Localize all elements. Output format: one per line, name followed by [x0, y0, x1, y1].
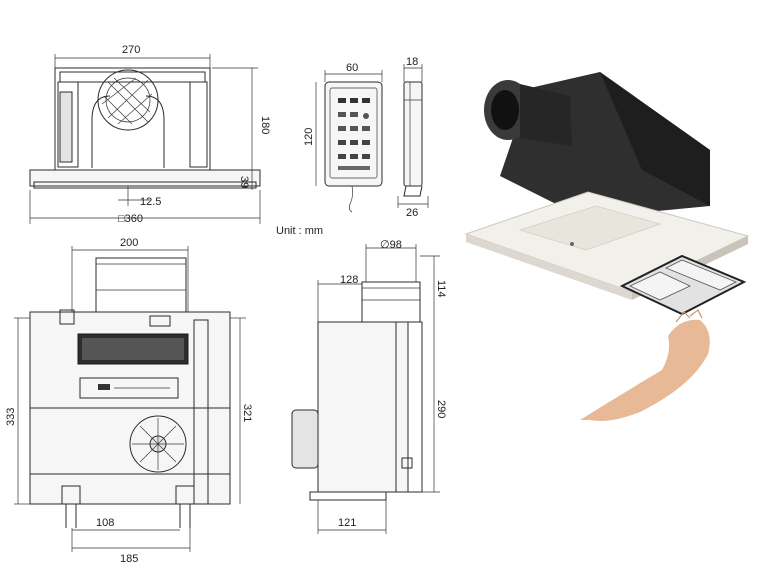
remote-buttons — [338, 98, 370, 170]
remote-side-body — [403, 81, 423, 187]
dim-label-333: 333 — [5, 408, 17, 426]
remote-button — [338, 112, 346, 117]
dim-label-114: 114 — [435, 280, 447, 298]
front-view-duct-lines — [96, 263, 186, 291]
unit-label: Unit : mm — [276, 225, 323, 237]
top-view-side-part — [59, 91, 73, 163]
front-view-foot-r — [175, 485, 195, 505]
dim-label-321: 321 — [241, 404, 253, 422]
remote-button — [338, 154, 346, 159]
side-view-base — [309, 491, 387, 501]
remote-button — [350, 126, 358, 131]
product-duct-body — [520, 84, 572, 146]
front-view-fan-blades — [132, 418, 184, 470]
dim-label-98: ∅98 — [380, 239, 402, 251]
front-view-fan — [129, 415, 187, 473]
side-view-drawing: ∅98 128 114 290 121 — [291, 239, 447, 534]
top-view-left-bracket — [57, 81, 79, 168]
top-view-fan-grille — [101, 77, 153, 125]
remote-button — [338, 140, 346, 145]
product-duct-opening — [491, 90, 519, 130]
dim-label-185: 185 — [120, 553, 138, 565]
front-view-hook-r — [149, 315, 171, 327]
front-view-drawing: 200 333 321 108 185 — [5, 237, 253, 565]
dim-label-180: 180 — [259, 116, 271, 134]
top-view-top-rail — [59, 71, 206, 83]
dim-label-270: 270 — [122, 44, 140, 56]
dim-label-60: 60 — [346, 62, 358, 74]
front-view-louver-inner — [82, 338, 184, 360]
top-view-right-bracket — [189, 81, 208, 168]
front-view-duct — [95, 257, 187, 313]
dim-label-128: 128 — [340, 274, 358, 286]
dim-label-108: 108 — [96, 517, 114, 529]
front-view-bolts — [65, 504, 191, 528]
remote-button — [350, 112, 358, 117]
remote-button — [362, 126, 370, 131]
dim-label-18: 18 — [406, 56, 418, 68]
side-view-grille — [291, 409, 319, 469]
product-body-side — [600, 72, 710, 206]
side-view-body — [317, 321, 409, 493]
remote-body — [324, 81, 383, 187]
dim-label-39: 39 — [238, 176, 250, 188]
dim-label-12-5: 12.5 — [140, 196, 161, 208]
remote-face — [329, 87, 378, 179]
front-view-control-label — [98, 384, 110, 390]
remote-side-base — [403, 185, 423, 197]
side-view-duct-lines — [362, 287, 420, 301]
top-view-housing — [54, 67, 211, 171]
product-indicator — [570, 242, 574, 246]
product-louver — [518, 205, 662, 251]
top-view-panel — [29, 169, 261, 187]
product-photo — [464, 72, 750, 421]
dim-label-26: 26 — [406, 207, 418, 219]
top-view-inner-frame — [91, 95, 165, 168]
remote-side-view-drawing: 18 26 — [397, 56, 429, 219]
remote-button — [350, 98, 358, 103]
remote-button — [350, 140, 358, 145]
remote-button — [362, 140, 370, 145]
side-view-rear — [395, 321, 423, 493]
side-view-duct — [361, 281, 421, 323]
dim-label-121: 121 — [338, 517, 356, 529]
top-view-drawing: 270 180 39 12.5 □360 — [29, 44, 271, 225]
product-hand — [580, 319, 710, 421]
remote-button — [338, 166, 370, 170]
dim-label-200: 200 — [120, 237, 138, 249]
remote-button — [350, 154, 358, 159]
product-fingers — [675, 309, 703, 323]
product-filter-mesh — [629, 259, 737, 301]
remote-cable — [348, 185, 354, 213]
dim-label-360: □360 — [118, 213, 143, 225]
top-view-duct-inner — [105, 77, 151, 123]
top-view-panel-lip — [33, 181, 257, 189]
side-view-terminal — [401, 457, 413, 469]
front-view-side-rail — [193, 319, 209, 505]
dim-label-290: 290 — [435, 400, 447, 418]
front-view-foot-l — [61, 485, 81, 505]
remote-side-detail — [404, 82, 422, 186]
remote-button — [338, 126, 346, 131]
remote-button — [362, 98, 370, 103]
remote-button — [363, 113, 369, 119]
front-view-hook-l — [59, 309, 75, 325]
product-panel-edge — [466, 234, 632, 300]
remote-control-drawing: 60 120 — [303, 62, 383, 213]
dim-label-120: 120 — [303, 128, 315, 146]
remote-button — [338, 98, 346, 103]
remote-button — [362, 154, 370, 159]
